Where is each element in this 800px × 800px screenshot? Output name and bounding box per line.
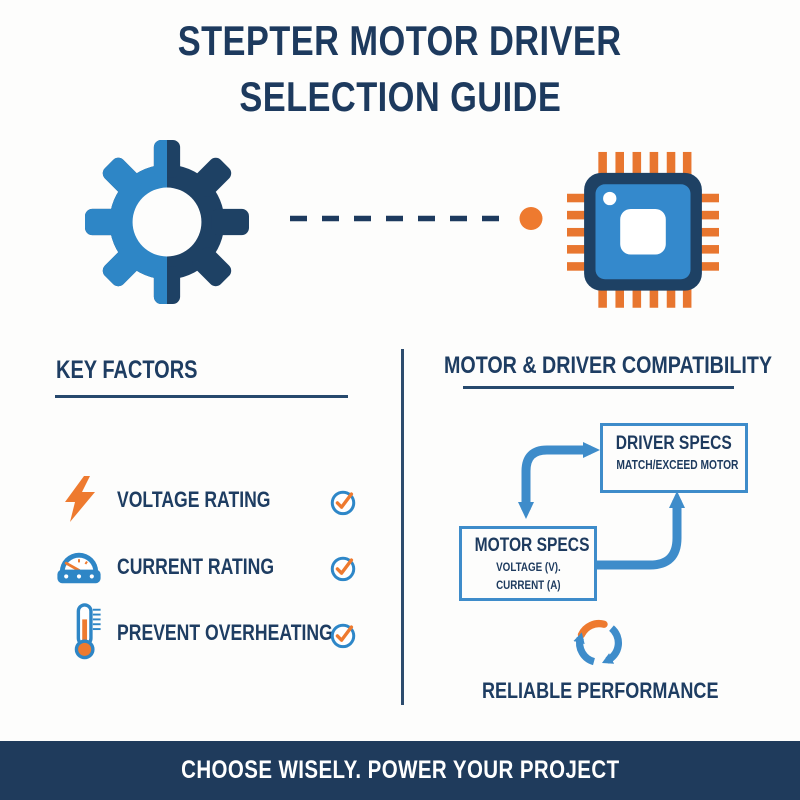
check-circle-icon	[330, 490, 356, 516]
section-divider	[401, 349, 404, 705]
page-title: STEPTER MOTOR DRIVER SELECTION GUIDE	[0, 18, 800, 130]
gear-icon	[85, 140, 249, 304]
compatibility-underline	[463, 386, 734, 389]
lightning-icon	[65, 476, 95, 522]
motor-specs-line2: CURRENT (A)	[495, 578, 561, 592]
key-factors-underline	[55, 395, 348, 398]
thermometer-icon	[74, 603, 101, 660]
microchip-icon	[567, 151, 719, 308]
factor-label-voltage: VOLTAGE RATING	[117, 487, 271, 512]
motor-specs-box: MOTOR SPECS VOLTAGE (V). CURRENT (A)	[459, 526, 597, 601]
check-circle-icon	[330, 556, 356, 582]
page-title-line2: SELECTION GUIDE	[239, 73, 561, 120]
factor-label-overheating: PREVENT OVERHEATING	[117, 620, 333, 645]
key-factors-heading: KEY FACTORS	[56, 356, 198, 384]
connector-dot-icon	[519, 207, 543, 230]
compatibility-heading: MOTOR & DRIVER COMPATIBILITY	[444, 352, 772, 379]
check-circle-icon	[330, 623, 356, 649]
arrow-motor-to-driver	[597, 491, 685, 570]
motor-specs-line1: VOLTAGE (V).	[495, 560, 561, 574]
page-title-line1: STEPTER MOTOR DRIVER	[178, 17, 622, 64]
cycle-arrows-icon	[573, 620, 622, 666]
driver-specs-title: DRIVER SPECS	[615, 433, 733, 454]
driver-specs-subtitle: MATCH/EXCEED MOTOR	[616, 458, 739, 472]
result-label: RELIABLE PERFORMANCE	[481, 678, 719, 703]
flow-arrows	[518, 442, 685, 570]
factor-label-current: CURRENT RATING	[117, 554, 275, 579]
gauge-icon	[57, 552, 101, 584]
footer-banner: CHOOSE WISELY. POWER YOUR PROJECT	[0, 741, 800, 800]
motor-specs-title: MOTOR SPECS	[474, 535, 590, 556]
arrow-driver-to-motor	[518, 442, 600, 519]
driver-specs-box: DRIVER SPECS MATCH/EXCEED MOTOR	[600, 423, 748, 493]
dashed-connector	[290, 207, 543, 230]
footer-text: CHOOSE WISELY. POWER YOUR PROJECT	[180, 756, 620, 784]
